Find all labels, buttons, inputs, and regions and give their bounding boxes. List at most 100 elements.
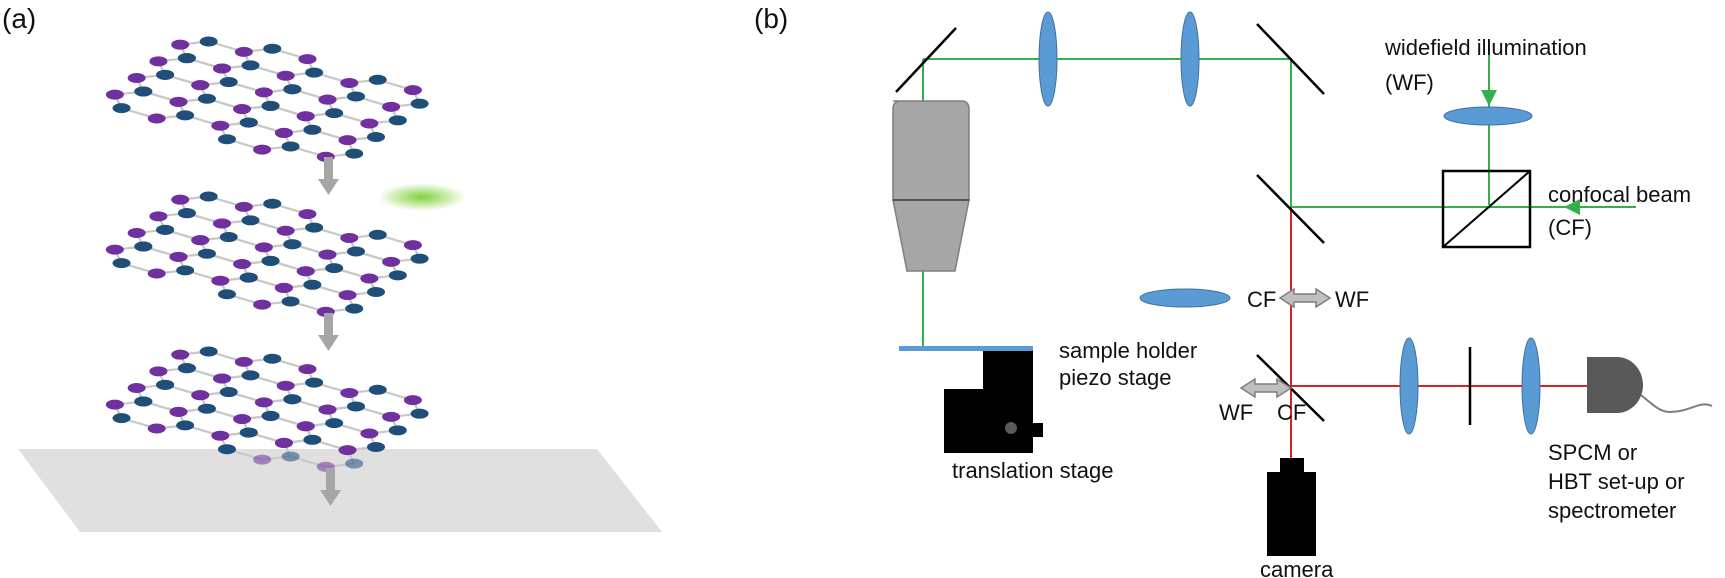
atom-blue	[219, 232, 238, 243]
translation-stage-label: translation stage	[952, 458, 1113, 483]
flip-mirror-cf-label: CF	[1277, 400, 1306, 425]
atom-purple	[382, 256, 401, 267]
atom-purple	[171, 194, 190, 205]
panel-a: (a)	[2, 3, 662, 532]
atom-purple	[171, 349, 190, 360]
atom-purple	[191, 80, 210, 91]
atom-blue	[199, 191, 218, 202]
atom-purple	[234, 201, 253, 212]
atom-purple	[169, 406, 188, 417]
lattice-layer	[105, 36, 429, 162]
atom-purple	[296, 421, 315, 432]
lens-detection-1	[1399, 337, 1419, 435]
atom-blue	[305, 377, 324, 388]
atom-purple	[403, 85, 422, 96]
atom-blue	[177, 363, 196, 374]
atom-blue	[176, 265, 195, 276]
atom-blue	[283, 84, 302, 95]
atom-blue	[177, 208, 196, 219]
atom-purple	[147, 113, 166, 124]
atom-purple	[338, 135, 357, 146]
atom-purple	[211, 430, 230, 441]
lens-widefield	[1443, 106, 1533, 126]
atom-purple	[276, 225, 295, 236]
atom-blue	[241, 60, 260, 71]
atom-blue	[367, 286, 386, 297]
atom-blue	[263, 353, 282, 364]
atom-purple	[191, 390, 210, 401]
atom-blue	[263, 43, 282, 54]
lens-detection-2	[1521, 337, 1541, 435]
atom-purple	[360, 118, 379, 129]
atom-blue	[217, 134, 236, 145]
atom-purple	[254, 242, 273, 253]
atom-purple	[338, 445, 357, 456]
atom-purple	[234, 356, 253, 367]
flip-mirror-double-arrow	[1239, 377, 1293, 399]
atom-blue	[112, 413, 131, 424]
atom-purple	[318, 249, 337, 260]
atom-blue	[388, 115, 407, 126]
atom-blue	[281, 296, 300, 307]
atom-purple	[296, 111, 315, 122]
atom-blue	[177, 53, 196, 64]
flip-mirror-wf-label: WF	[1219, 400, 1253, 425]
atom-purple	[213, 63, 232, 74]
atom-purple	[213, 373, 232, 384]
atom-purple	[169, 251, 188, 262]
atom-blue	[241, 215, 260, 226]
atom-purple	[340, 387, 359, 398]
atom-purple	[403, 395, 422, 406]
atom-blue	[305, 67, 324, 78]
atom-blue	[303, 434, 322, 445]
atom-blue	[241, 370, 260, 381]
mirror-top-right	[1256, 23, 1325, 95]
objective-lens	[892, 100, 970, 272]
atom-purple	[298, 209, 317, 220]
camera	[1267, 458, 1316, 556]
lattice-layer	[105, 191, 429, 317]
atom-blue	[156, 224, 175, 235]
atom-blue	[176, 110, 195, 121]
atom-blue	[217, 444, 236, 455]
lens-flip	[1139, 288, 1231, 308]
flip-lens-wf-label: WF	[1335, 287, 1369, 312]
atom-blue	[410, 253, 429, 264]
atom-purple	[340, 232, 359, 243]
lens-top-1	[1038, 11, 1058, 107]
atom-purple	[127, 72, 146, 83]
atom-blue	[345, 148, 364, 159]
atom-purple	[318, 404, 337, 415]
atom-purple	[253, 454, 272, 465]
atom-blue	[239, 272, 258, 283]
atom-blue	[134, 86, 153, 97]
graphene-lattice-layers	[105, 36, 429, 472]
atom-blue	[197, 403, 216, 414]
lattice-layer	[105, 346, 429, 472]
atom-blue	[345, 458, 364, 469]
atom-blue	[346, 401, 365, 412]
down-arrow-3	[320, 468, 341, 506]
panel-b-label: (b)	[754, 3, 788, 34]
atom-blue	[199, 36, 218, 47]
atom-blue	[134, 396, 153, 407]
confocal-label-line1: confocal beam	[1548, 182, 1691, 207]
atom-blue	[112, 103, 131, 114]
detector-label-line3: spectrometer	[1548, 498, 1676, 523]
atom-purple	[105, 89, 124, 100]
atom-blue	[239, 427, 258, 438]
widefield-label-line2: (WF)	[1385, 70, 1434, 95]
atom-purple	[253, 144, 272, 155]
atom-blue	[388, 270, 407, 281]
atom-blue	[346, 91, 365, 102]
atom-purple	[403, 240, 422, 251]
panel-a-label: (a)	[2, 3, 36, 34]
atom-blue	[263, 198, 282, 209]
atom-purple	[105, 244, 124, 255]
translation-stage	[944, 389, 1043, 453]
detector-label-line2: HBT set-up or	[1548, 469, 1685, 494]
atom-purple	[254, 87, 273, 98]
atom-blue	[346, 246, 365, 257]
atom-blue	[283, 394, 302, 405]
atom-purple	[105, 399, 124, 410]
